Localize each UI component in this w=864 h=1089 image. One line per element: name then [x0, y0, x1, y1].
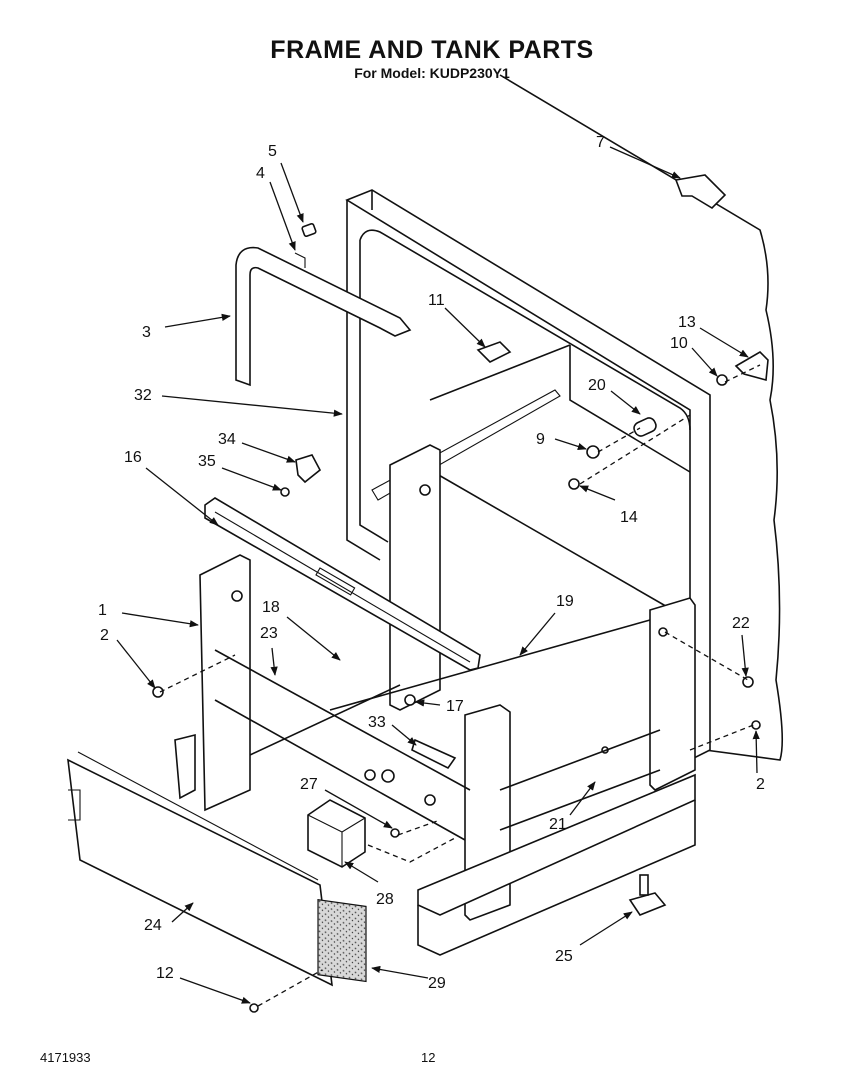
part-24-panel	[67, 751, 333, 987]
page-number: 12	[421, 1050, 436, 1065]
callout-12: 12	[156, 965, 174, 982]
callout-numbers: 7 5 4 3 11 13 10 32 20 9 14 34 35 16 1 2…	[98, 134, 765, 992]
callout-27: 27	[300, 776, 318, 793]
callout-35: 35	[198, 453, 216, 470]
callout-1: 1	[98, 602, 107, 619]
cabinet-outline	[499, 74, 784, 761]
document-number: 4171933	[40, 1050, 91, 1065]
callout-33: 33	[368, 714, 386, 731]
page-title: FRAME AND TANK PARTS	[270, 36, 594, 64]
part-3-4-strip	[235, 246, 412, 387]
part-28-box	[307, 799, 366, 868]
callout-3: 3	[142, 324, 151, 341]
callout-17: 17	[446, 698, 464, 715]
callout-22: 22	[732, 615, 750, 632]
callout-24: 24	[144, 917, 162, 934]
fastener-paths	[159, 364, 761, 1007]
callout-14: 14	[620, 509, 638, 526]
part-16-rail	[204, 497, 481, 671]
callout-29: 29	[428, 975, 446, 992]
callout-25: 25	[555, 948, 573, 965]
callout-16: 16	[124, 449, 142, 466]
small-hardware	[152, 174, 769, 1013]
callout-28: 28	[376, 891, 394, 908]
leader-arrows	[116, 146, 760, 1004]
callout-10: 10	[670, 335, 688, 352]
tank	[345, 189, 711, 762]
model-subtitle: For Model: KUDP230Y1	[354, 65, 510, 81]
callout-13: 13	[678, 314, 696, 331]
callout-20: 20	[588, 377, 606, 394]
callout-23: 23	[260, 625, 278, 642]
part-29-pad	[317, 899, 367, 983]
callout-21: 21	[549, 816, 567, 833]
callout-5: 5	[268, 143, 277, 160]
callout-9: 9	[536, 431, 545, 448]
callout-34: 34	[218, 431, 236, 448]
callout-7: 7	[596, 134, 605, 151]
callout-4: 4	[256, 165, 265, 182]
callout-2-left: 2	[100, 627, 109, 644]
callout-18: 18	[262, 599, 280, 616]
callout-2-right: 2	[756, 776, 765, 793]
callout-11: 11	[428, 292, 445, 309]
callout-19: 19	[556, 593, 574, 610]
callout-32: 32	[134, 387, 152, 404]
